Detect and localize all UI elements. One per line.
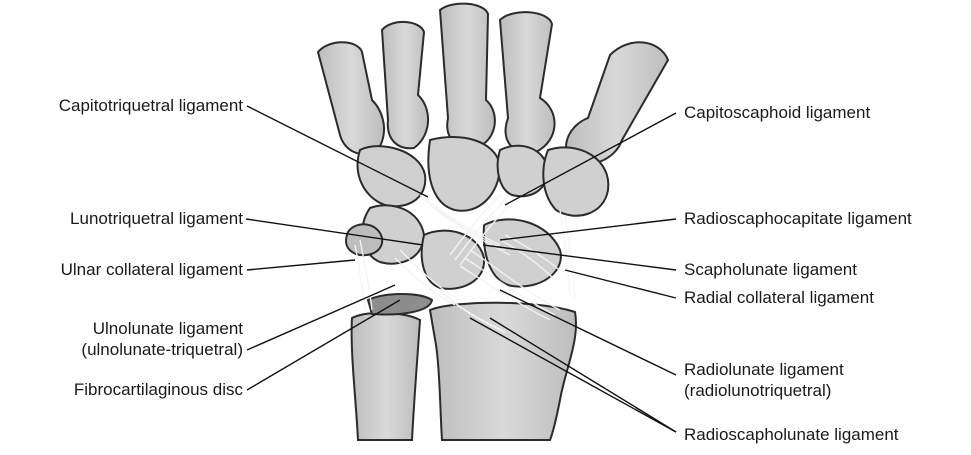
label-radioscaphocapitate: Radioscaphocapitate ligament bbox=[684, 208, 912, 229]
hamate bbox=[358, 146, 426, 206]
label-lunotriquetral: Lunotriquetral ligament bbox=[70, 208, 243, 229]
label-ulnolunate-line2: (ulnolunate-triquetral) bbox=[81, 339, 243, 360]
metacarpal-1 bbox=[566, 42, 668, 164]
label-ulnolunate: Ulnolunate ligament (ulnolunate-triquetr… bbox=[81, 318, 243, 360]
metacarpal-5 bbox=[318, 42, 384, 154]
metacarpal-3 bbox=[440, 4, 495, 149]
metacarpal-2 bbox=[500, 12, 555, 152]
leader-radial-collateral bbox=[565, 270, 676, 298]
label-capitotriquetral: Capitotriquetral ligament bbox=[59, 95, 243, 116]
label-radial-collateral: Radial collateral ligament bbox=[684, 287, 874, 308]
label-radiolunate-line2: (radiolunotriquetral) bbox=[684, 380, 844, 401]
trapezoid bbox=[498, 146, 548, 197]
metacarpal-bones bbox=[318, 4, 668, 164]
label-radioscapholunate: Radioscapholunate ligament bbox=[684, 424, 899, 445]
label-capitoscaphoid: Capitoscaphoid ligament bbox=[684, 102, 870, 123]
label-ulnar-collateral: Ulnar collateral ligament bbox=[61, 259, 243, 280]
radius-bone bbox=[430, 303, 576, 440]
leader-ulnar-collateral bbox=[247, 260, 355, 270]
label-radiolunate: Radiolunate ligament (radiolunotriquetra… bbox=[684, 359, 844, 401]
label-ulnolunate-line1: Ulnolunate ligament bbox=[81, 318, 243, 339]
label-fibrocartilaginous: Fibrocartilaginous disc bbox=[74, 379, 243, 400]
capitate bbox=[428, 137, 500, 211]
disc-shape bbox=[368, 294, 432, 314]
pisiform bbox=[346, 224, 382, 255]
ulna-bone bbox=[352, 313, 420, 440]
label-scapholunate: Scapholunate ligament bbox=[684, 259, 857, 280]
metacarpal-4 bbox=[382, 22, 428, 148]
label-radiolunate-line1: Radiolunate ligament bbox=[684, 359, 844, 380]
